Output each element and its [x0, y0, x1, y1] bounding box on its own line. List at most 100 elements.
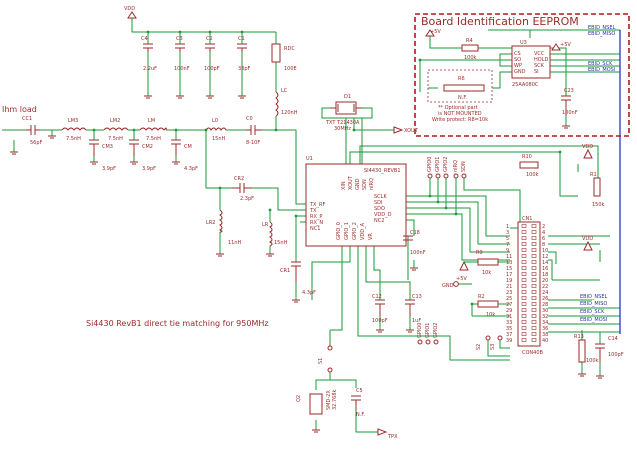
sw-s2: S2: [476, 344, 482, 350]
u1-pin-rxp: RX_P: [310, 214, 322, 220]
tp-bot-gpio0: GPIO0: [417, 323, 423, 338]
eeprom-net-miso: EBID_MISO: [588, 31, 615, 37]
r10-resistor: [519, 161, 539, 169]
conn-pin-7: 7: [506, 242, 509, 248]
conn-pin-29: 29: [506, 308, 512, 314]
q2-ref: Q2: [296, 395, 302, 402]
u3-pin-hold: HOLD: [534, 57, 548, 63]
conn-pin-pad: [521, 242, 527, 246]
u1-pin-gpio2: GPIO_2: [352, 222, 358, 240]
conn-pin-25: 25: [506, 296, 512, 302]
conn-pin-27: 27: [506, 302, 512, 308]
conn-pin-pad: [521, 332, 527, 336]
u3-pin-so: SO: [514, 57, 521, 63]
filter-inductors: [61, 125, 262, 135]
u3-part: 25AA080C: [512, 82, 539, 88]
eeprom-net-sck: EBID_SCK: [588, 61, 613, 67]
conn-pin-pad: [531, 254, 537, 258]
u1-part: SI4430_REVB1: [364, 168, 401, 174]
r9-ref: R9: [476, 250, 483, 256]
lc-val: 120nH: [281, 110, 298, 116]
conn-pin-pad: [521, 248, 527, 252]
r2-resistor: [477, 300, 499, 308]
conn-pin-pad: [521, 338, 527, 342]
lr-val: 15nH: [274, 240, 288, 246]
conn-pin-pad: [531, 338, 537, 342]
c18-ref: C18: [410, 230, 420, 236]
conn-pin-pad: [531, 230, 537, 234]
u1-pin-rxn: RX_N: [310, 220, 323, 226]
lm-val: 7.5nH: [146, 136, 161, 142]
sw-s3: S3: [490, 344, 496, 350]
conn-pin-9: 9: [506, 248, 509, 254]
c5-cap: [351, 395, 361, 410]
u1-pin-sdn: SDN: [362, 179, 368, 190]
conn-pin-14: 14: [542, 260, 548, 266]
conn-pin-18: 18: [542, 272, 548, 278]
tp-top-nirq: nIRQ: [453, 160, 459, 172]
r4-val: 100k: [464, 55, 477, 61]
lr2-ref: LR2: [206, 220, 215, 226]
r4-ref: R4: [466, 38, 473, 44]
cr1-ref: CR1: [280, 268, 290, 274]
testpoints-top: [427, 173, 467, 179]
u1-ref: U1: [306, 156, 313, 162]
conn-pin-pad: [531, 272, 537, 276]
u3-pin-cs: CS: [514, 51, 521, 57]
crystal-leads: [330, 104, 362, 112]
c14-ref: C14: [608, 336, 618, 342]
u1-pin-xin: XIN: [341, 181, 347, 190]
vdd-right1: VDD: [582, 144, 593, 150]
u1-pin-sclk: SCLK: [374, 194, 387, 200]
top-caps: C4 2.2uF C3 100nF C2 100pF C1 33pF: [141, 36, 251, 72]
c2-ref: C2: [206, 36, 213, 42]
cr1-val: 4.3pF: [302, 290, 316, 296]
c1-val: 33pF: [238, 66, 251, 72]
r9-resistor: [477, 258, 499, 266]
l0-val: 15nH: [212, 136, 226, 142]
vdd-right2: VDD: [582, 236, 593, 242]
c12-ref: C12: [372, 294, 382, 300]
conn-pin-pad: [531, 278, 537, 282]
u3-pin-gnd: GND: [514, 69, 526, 75]
conn-pin-pad: [531, 266, 537, 270]
c13-cap: [405, 299, 415, 316]
conn-pin-pad: [521, 272, 527, 276]
conn-pin-pad: [531, 290, 537, 294]
c4-ref: C4: [141, 36, 148, 42]
c4-val: 2.2uF: [143, 66, 157, 72]
lr2-inductor: [218, 209, 223, 233]
lm2-ref: LM2: [110, 118, 120, 124]
conn-pin-pad: [521, 308, 527, 312]
r10-ref: R10: [522, 154, 532, 160]
eeprom-box: [414, 13, 630, 137]
conn-pin-23: 23: [506, 290, 512, 296]
conn-pin-pad: [531, 284, 537, 288]
conn-pin-4: 4: [542, 230, 545, 236]
q2-crystal: [309, 393, 323, 415]
r10-val: 100k: [526, 172, 539, 178]
testpoints-bottom: [327, 335, 503, 373]
conn-net-nsel: EBID_NSEL: [580, 294, 607, 300]
tp-bot-gpio1: GPIO1: [425, 323, 431, 338]
cr1-cap: [291, 261, 301, 282]
conn-pin-pad: [531, 308, 537, 312]
r1-resistor: [593, 177, 601, 197]
shunt-caps: [89, 139, 181, 156]
gnd-label: GND: [442, 283, 454, 289]
lm-ref: LM: [148, 118, 155, 124]
q2-val: SMD-2X: [326, 390, 332, 410]
c12-cap: [375, 299, 385, 316]
conn-pin-12: 12: [542, 254, 548, 260]
connector-body: [517, 221, 541, 347]
eeprom-vdd2: +5V: [560, 42, 571, 48]
c3-ref: C3: [176, 36, 183, 42]
eeprom-note1: ** Optional part: [438, 105, 478, 111]
lc-inductor: [275, 91, 279, 117]
c1-ref: C1: [238, 36, 245, 42]
junctions: [92, 30, 562, 306]
eeprom-net-mosi: EBID_MOSI: [588, 67, 615, 73]
conn-pin-31: 31: [506, 314, 512, 320]
rdc-ref: RDC: [284, 46, 295, 52]
